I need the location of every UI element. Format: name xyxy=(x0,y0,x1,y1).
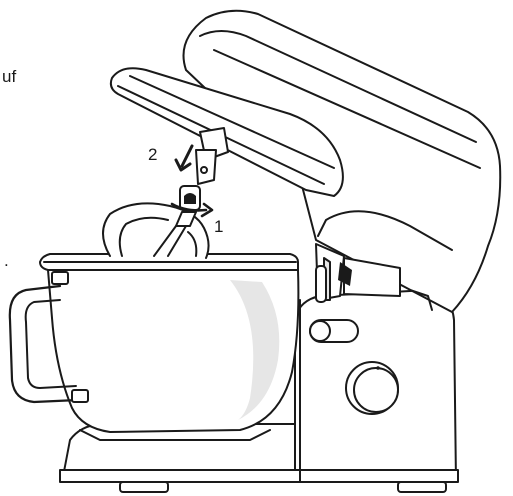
mixing-bowl xyxy=(40,254,298,440)
step-1-label: 1 xyxy=(214,217,223,236)
tilt-lever xyxy=(316,266,326,302)
speed-control-knob xyxy=(346,362,398,414)
tilt-release-button xyxy=(310,320,358,342)
drive-hub xyxy=(196,128,228,184)
beater-shaft-coupling xyxy=(180,186,200,210)
base-feet xyxy=(120,482,446,492)
flat-beater xyxy=(103,203,209,258)
insert-arrow-step-2 xyxy=(176,146,192,170)
step-2-label: 2 xyxy=(148,145,157,164)
